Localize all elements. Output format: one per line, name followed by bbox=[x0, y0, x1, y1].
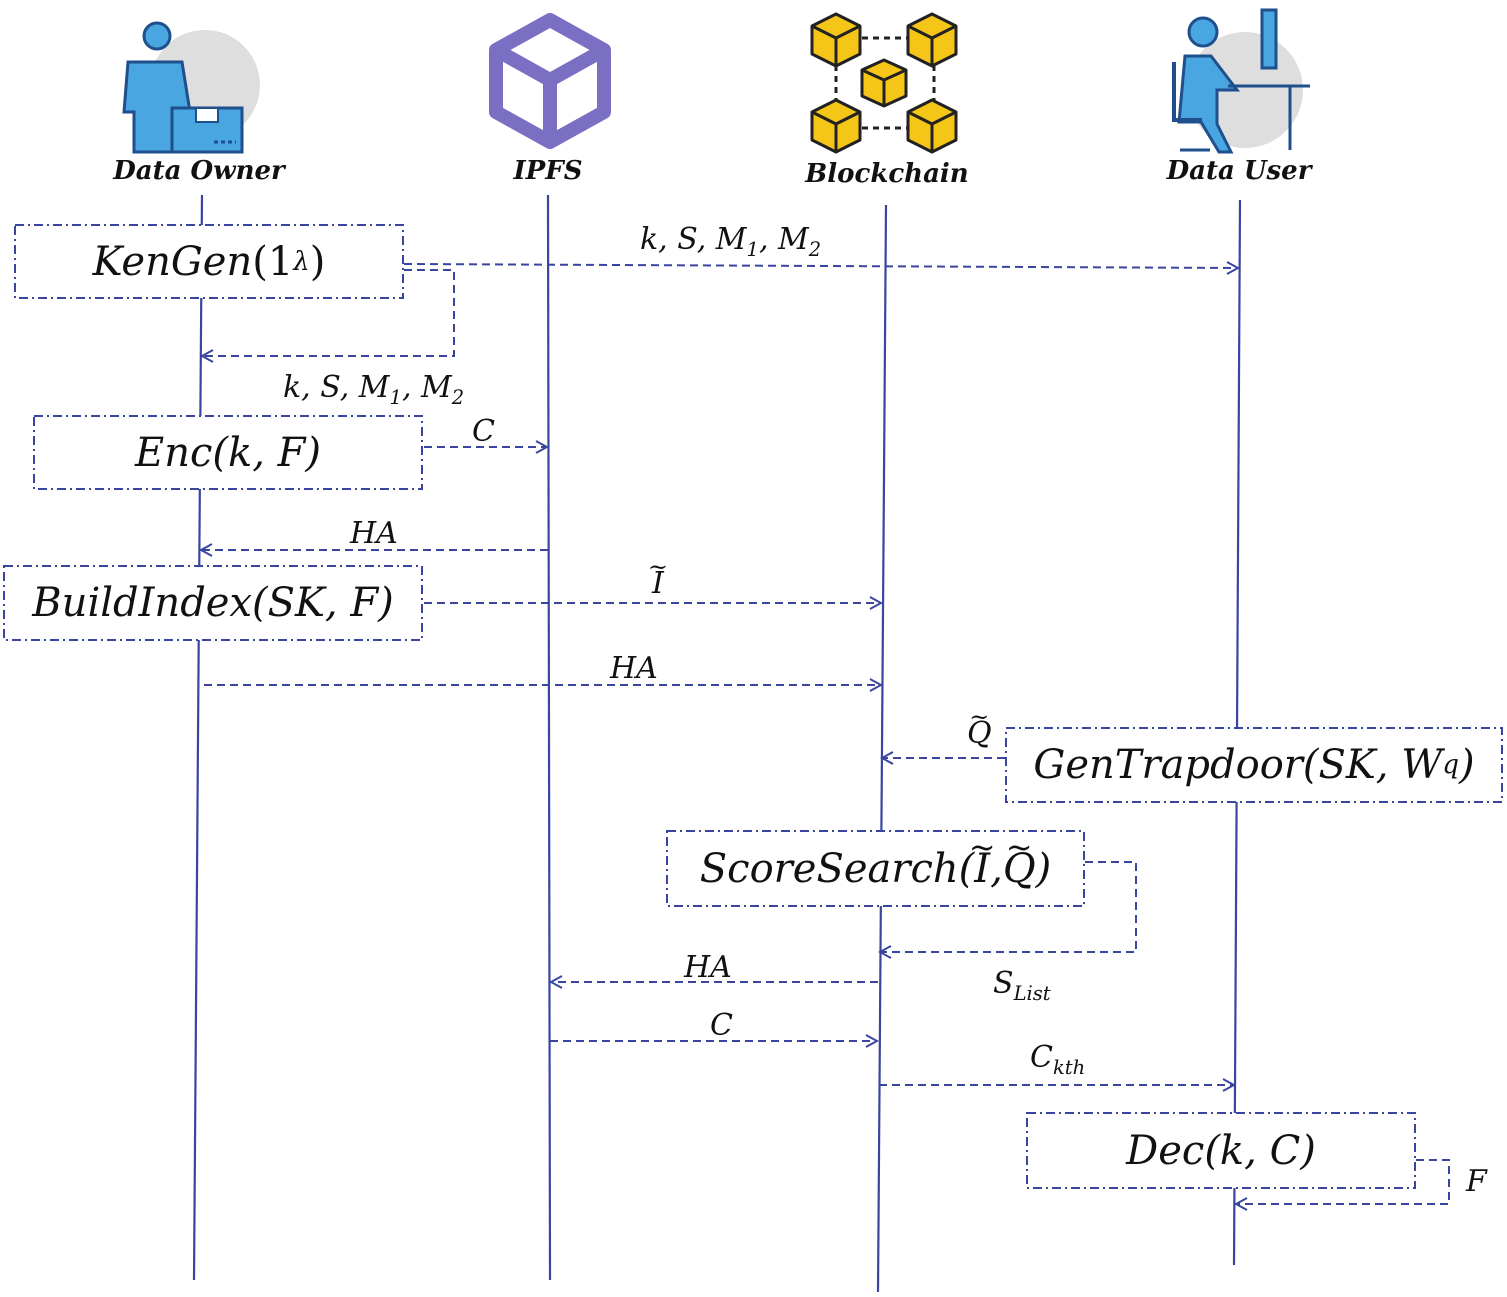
buildindex-label: BuildIndex(SK, F) bbox=[32, 580, 394, 626]
msg-keys-to-user-text: k, S, M bbox=[640, 222, 747, 257]
gentrapdoor-box bbox=[1005, 727, 1503, 803]
msg-index-label: I bbox=[652, 566, 664, 601]
msg-keys-self-line bbox=[202, 269, 455, 356]
msg-ha-to-owner-label: HA bbox=[350, 516, 398, 551]
dec-label: Dec(k, C) bbox=[1126, 1127, 1316, 1174]
msg-c-to-chain-label: C bbox=[710, 1008, 733, 1043]
msg-ha-to-chain-label: HA bbox=[610, 651, 658, 686]
keygen-sup: λ bbox=[293, 246, 310, 277]
msg-keys-to-owner-sub1: 1 bbox=[389, 386, 402, 409]
msg-ckth-label: Ckth bbox=[1030, 1040, 1085, 1079]
scoresearch-close: ) bbox=[1035, 845, 1052, 892]
scoresearch-name: ScoreSearch( bbox=[699, 845, 975, 892]
keygen-arg: 1 bbox=[267, 238, 294, 285]
msg-slist-base: S bbox=[993, 966, 1014, 1001]
data-user-icon bbox=[1172, 8, 1310, 154]
msg-keys-to-owner-text: k, S, M bbox=[283, 370, 390, 405]
msg-ha-to-ipfs-label: HA bbox=[684, 950, 732, 985]
keygen-box bbox=[14, 224, 404, 299]
actor-label-data-user: Data User bbox=[1166, 156, 1312, 186]
keygen-name: KenGen bbox=[92, 238, 253, 285]
msg-slist-label: SList bbox=[993, 966, 1051, 1005]
msg-f-label: F bbox=[1466, 1164, 1487, 1199]
msg-keys-to-user-label: k, S, M1, M2 bbox=[640, 222, 821, 261]
lifeline-data-owner bbox=[192, 194, 204, 1281]
enc-box bbox=[33, 415, 423, 490]
scoresearch-arg-i: I bbox=[974, 846, 990, 892]
ipfs-cube-icon bbox=[489, 13, 611, 149]
gentrapdoor-close: ) bbox=[1459, 742, 1475, 788]
dec-box bbox=[1026, 1112, 1416, 1189]
msg-ckth-base: C bbox=[1030, 1040, 1053, 1075]
msg-trapdoor-label: Q bbox=[967, 716, 992, 751]
scoresearch-arg-q: Q bbox=[1003, 846, 1036, 892]
msg-keys-to-user-sub2: 2 bbox=[808, 238, 822, 261]
msg-slist-self-line bbox=[880, 861, 1137, 952]
enc-label: Enc(k, F) bbox=[135, 429, 321, 476]
gentrapdoor-sub: q bbox=[1442, 750, 1459, 780]
msg-f-self-line bbox=[1236, 1159, 1450, 1204]
msg-keys-to-owner-sub2: 2 bbox=[451, 386, 465, 409]
actor-label-blockchain: Blockchain bbox=[805, 159, 969, 189]
msg-c-to-ipfs-label: C bbox=[472, 414, 495, 449]
data-owner-icon bbox=[122, 21, 260, 154]
lifeline-ipfs bbox=[546, 194, 552, 1281]
blockchain-icon bbox=[810, 12, 958, 154]
scoresearch-label: ScoreSearch(I, Q) bbox=[667, 831, 1084, 906]
actor-label-ipfs: IPFS bbox=[513, 156, 583, 186]
msg-keys-to-owner-label: k, S, M1, M2 bbox=[283, 370, 464, 409]
msg-ckth-sub: kth bbox=[1052, 1056, 1086, 1079]
gentrapdoor-name: GenTrapdoor(SK, W bbox=[1033, 742, 1443, 788]
msg-keys-to-user-mid: , M bbox=[758, 222, 809, 257]
msg-keys-to-owner-mid: , M bbox=[401, 370, 452, 405]
msg-keys-to-user-sub1: 1 bbox=[746, 238, 759, 261]
lifeline-blockchain bbox=[876, 204, 888, 1293]
buildindex-box bbox=[3, 565, 423, 641]
msg-keys-to-user-line bbox=[403, 264, 1238, 268]
actor-label-data-owner: Data Owner bbox=[113, 156, 285, 186]
msg-slist-sub: List bbox=[1013, 982, 1051, 1005]
